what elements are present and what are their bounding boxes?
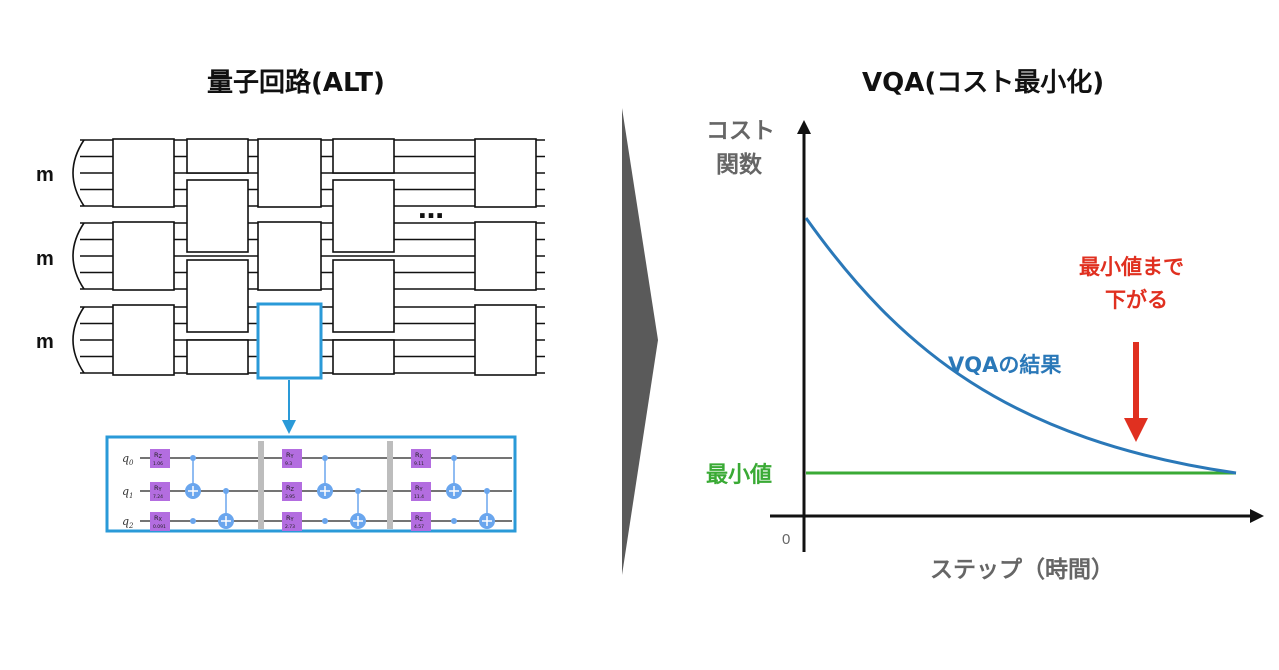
cost-curve (804, 217, 1237, 475)
svg-text:7.24: 7.24 (153, 494, 163, 500)
group-braces (72, 139, 85, 374)
svg-text:11.4: 11.4 (414, 494, 424, 500)
descend-arrow-head (1124, 418, 1148, 442)
left-title: 量子回路(ALT) (207, 68, 385, 98)
svg-text:RY: RY (286, 514, 295, 523)
rotation-gate (411, 449, 431, 468)
group-label-1: m (36, 164, 54, 186)
y-axis-arrowhead (797, 120, 811, 134)
circuit-block (112, 304, 175, 376)
zoom-arrow-head (282, 420, 296, 434)
svg-text:RZ: RZ (286, 484, 295, 493)
minimum-label: 最小値 (706, 463, 772, 488)
svg-text:RX: RX (415, 451, 424, 460)
right-title: VQA(コスト最小化) (862, 68, 1105, 98)
rotation-gate (411, 512, 431, 531)
arrow-label-line1: 最小値まで (1079, 255, 1184, 279)
circuit-block (257, 221, 322, 291)
group-brace (72, 306, 85, 374)
svg-text:RY: RY (286, 451, 295, 460)
circuit-block (112, 138, 175, 208)
svg-text:1.06: 1.06 (153, 461, 163, 467)
curve-label: VQAの結果 (948, 353, 1061, 377)
circuit-block (186, 339, 249, 375)
circuit-blocks (112, 138, 537, 376)
svg-text:4.57: 4.57 (414, 524, 424, 530)
ellipsis: … (418, 195, 444, 225)
detail-circuit: q0q1q2RZ1.06RY7.24RX0.091RY9.3RZ3.95RY2.… (122, 441, 512, 531)
rotation-gate (150, 449, 170, 468)
circuit-block (332, 138, 395, 174)
circuit-block (112, 221, 175, 291)
qubit-label: q1 (122, 485, 134, 500)
circuit-block (186, 259, 249, 333)
rotation-gate (150, 482, 170, 501)
rotation-gate (150, 512, 170, 531)
highlighted-block (256, 302, 323, 380)
rotation-gate (282, 482, 302, 501)
circuit-block (332, 339, 395, 375)
group-brace (72, 139, 85, 207)
svg-text:3.95: 3.95 (285, 494, 295, 500)
group-brace (72, 222, 85, 290)
circuit-block (332, 179, 395, 253)
svg-text:RZ: RZ (154, 451, 163, 460)
divider-arrow (622, 108, 658, 575)
svg-text:RY: RY (415, 484, 424, 493)
rotation-gate (282, 449, 302, 468)
circuit-block (257, 138, 322, 208)
svg-text:2.73: 2.73 (285, 524, 295, 530)
x-axis-arrowhead (1250, 509, 1264, 523)
arrow-label-line2: 下がる (1105, 288, 1168, 312)
origin-label: 0 (782, 531, 790, 548)
detail-panel (105, 435, 517, 533)
y-axis-label-line1: コスト (706, 118, 775, 144)
circuit-block (474, 138, 537, 208)
circuit-block (474, 304, 537, 376)
svg-text:RX: RX (154, 514, 163, 523)
svg-text:0.091: 0.091 (153, 524, 166, 530)
circuit-block (186, 138, 249, 174)
svg-text:RY: RY (154, 484, 163, 493)
barrier (258, 441, 264, 529)
svg-text:9.3: 9.3 (285, 461, 292, 467)
rotation-gate (282, 512, 302, 531)
x-axis-label: ステップ（時間） (930, 556, 1114, 583)
group-label-2: m (36, 248, 54, 270)
circuit-block (186, 179, 249, 253)
y-axis-label-line2: 関数 (716, 152, 763, 178)
svg-text:RZ: RZ (415, 514, 424, 523)
circuit-block (474, 221, 537, 291)
svg-text:9.11: 9.11 (414, 461, 424, 467)
group-label-3: m (36, 331, 54, 353)
circuit-block (332, 259, 395, 333)
rotation-gate (411, 482, 431, 501)
barrier (387, 441, 393, 529)
